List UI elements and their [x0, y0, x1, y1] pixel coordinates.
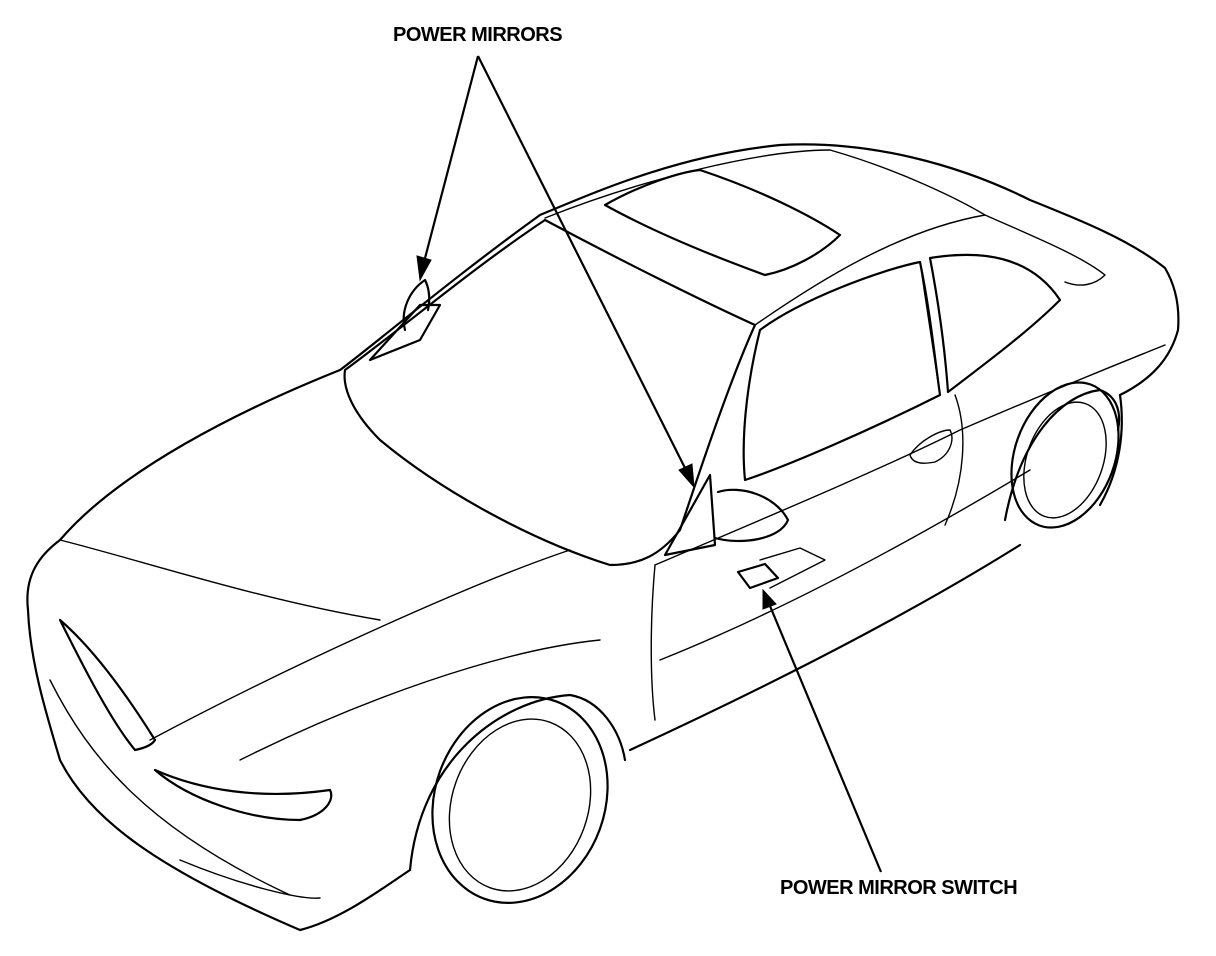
- car-body: [26, 143, 1180, 932]
- windshield: [343, 218, 757, 567]
- power-mirrors-leaders: [416, 55, 695, 489]
- sunroof: [603, 168, 842, 277]
- power-mirror-switch-leader: [762, 588, 883, 873]
- right-power-mirror: [663, 473, 790, 557]
- power-mirrors-label: POWER MIRRORS: [393, 24, 563, 46]
- front-wheel: [408, 693, 627, 904]
- grille: [58, 618, 157, 752]
- roof: [544, 149, 1106, 326]
- left-power-mirror: [368, 278, 442, 362]
- power-mirror-switch-label: POWER MIRROR SWITCH: [780, 877, 1018, 899]
- side-windows: [742, 253, 1062, 482]
- door: [650, 394, 1031, 721]
- headlight: [153, 768, 333, 822]
- rear-wheel: [1003, 381, 1121, 529]
- front-end: [49, 618, 333, 899]
- hood: [59, 539, 601, 761]
- power-mirror-switch: [736, 547, 826, 590]
